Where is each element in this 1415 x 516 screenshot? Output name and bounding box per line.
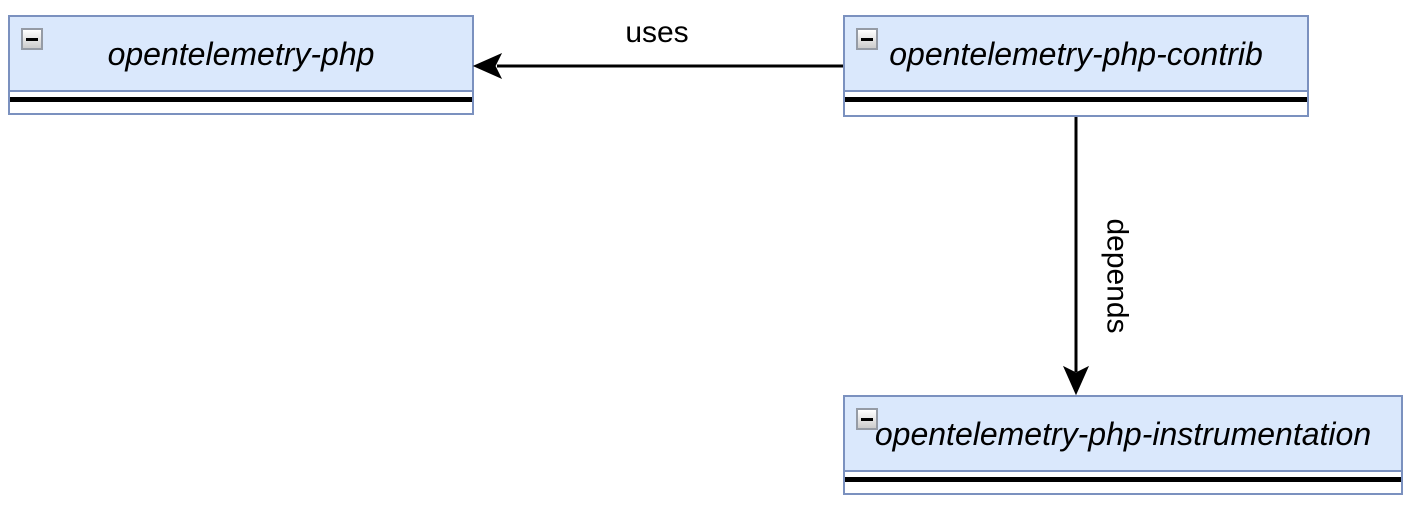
compartment-separator bbox=[845, 97, 1307, 102]
edge-label-depends: depends bbox=[1100, 218, 1134, 334]
node-compartment bbox=[845, 472, 1401, 493]
collapse-button[interactable] bbox=[21, 28, 43, 50]
node-opentelemetry-php[interactable]: opentelemetry-php bbox=[8, 15, 474, 115]
node-label: opentelemetry-php-contrib bbox=[889, 35, 1263, 72]
node-compartment bbox=[10, 92, 472, 113]
compartment-separator bbox=[10, 97, 472, 102]
node-label: opentelemetry-php bbox=[107, 35, 375, 72]
minus-icon bbox=[861, 37, 873, 41]
node-title-bar: opentelemetry-php bbox=[10, 17, 472, 92]
node-label: opentelemetry-php-instrumentation bbox=[874, 415, 1372, 452]
collapse-button[interactable] bbox=[856, 28, 878, 50]
minus-icon bbox=[26, 37, 38, 41]
edge-uses-arrow[interactable] bbox=[472, 50, 843, 82]
node-title-bar: opentelemetry-php-instrumentation bbox=[845, 397, 1401, 472]
edge-depends-arrow[interactable] bbox=[1060, 117, 1092, 396]
node-title-bar: opentelemetry-php-contrib bbox=[845, 17, 1307, 92]
compartment-separator bbox=[845, 477, 1401, 482]
minus-icon bbox=[861, 417, 873, 421]
node-opentelemetry-php-contrib[interactable]: opentelemetry-php-contrib bbox=[843, 15, 1309, 117]
collapse-button[interactable] bbox=[856, 408, 878, 430]
node-compartment bbox=[845, 92, 1307, 115]
edge-label-uses: uses bbox=[625, 16, 689, 49]
node-opentelemetry-php-instrumentation[interactable]: opentelemetry-php-instrumentation bbox=[843, 395, 1403, 495]
